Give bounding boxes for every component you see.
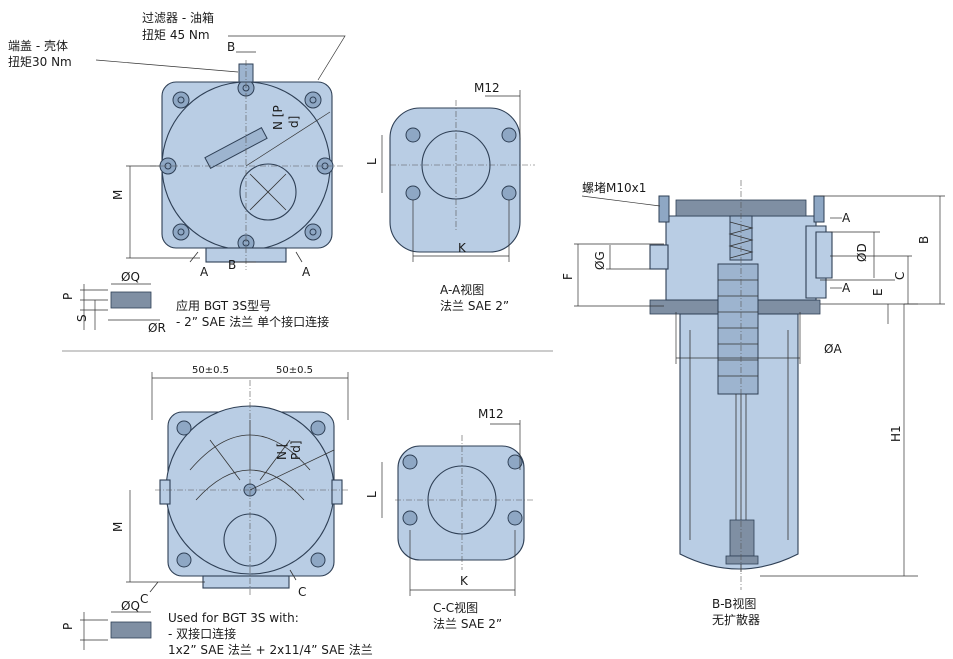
element-ribs [718,279,758,377]
label-view-cc: C-C视图 [433,600,478,615]
seal-detail-bottom [80,611,152,650]
label-b-bb: B [917,236,931,244]
section-bb-view [574,180,945,590]
label-og: ØG [593,251,607,270]
label-flange-aa: 法兰 SAE 2” [440,299,509,313]
filter-head-top-view [95,35,346,270]
label-or-top: ØR [148,321,166,335]
label-dl: d] [287,116,301,128]
label-oq-top: ØQ [121,270,140,284]
label-f: F [561,273,575,280]
text-labels: 过滤器 - 油箱 扭矩 45 Nm 端盖 - 壳体 扭矩30 Nm B B A … [8,10,931,657]
label-np: N [P [271,105,285,130]
flange-cc-view [381,420,535,596]
label-used-1: Used for BGT 3S with: [168,611,299,625]
label-b-bottom: B [228,258,236,272]
label-oa: ØA [824,342,842,356]
label-c-right: C [298,585,306,599]
label-b-top: B [227,40,235,54]
label-torque-30: 扭矩30 Nm [8,55,72,69]
label-l-top: L [365,158,379,165]
label-m12-top: M12 [474,81,500,95]
label-used-3: 1x2” SAE 法兰 + 2x11/4” SAE 法兰 [168,643,373,657]
label-a-right: A [302,265,311,279]
flange-aa-view [381,90,535,262]
label-k-bottom: K [460,574,469,588]
label-view-bb: B-B视图 [712,596,756,611]
label-p-top: P [61,293,75,300]
seal-detail-top [80,283,160,330]
label-filter-tank: 过滤器 - 油箱 [142,10,214,25]
label-c-bb: C [893,272,907,280]
label-h1: H1 [889,425,903,442]
label-view-aa: A-A视图 [440,282,484,297]
filter-head-variant-view [126,372,350,595]
label-l-bottom: L [365,491,379,498]
label-k-top: K [458,241,467,255]
label-oq-bottom: ØQ [121,599,140,613]
label-m-bottom: M [111,522,125,532]
label-od: ØD [855,243,869,262]
label-a-left: A [200,265,209,279]
label-a-bb-bottom: A [842,281,851,295]
label-dim-50-right: 50±0.5 [276,365,313,376]
label-application-1: 应用 BGT 3S型号 [176,298,271,313]
label-e: E [871,288,885,296]
label-s-top: S [75,314,89,322]
label-n-bottom: N [ [275,443,289,460]
label-used-2: - 双接口连接 [168,626,236,641]
label-no-diffuser: 无扩散器 [712,612,760,627]
label-a-bb-top: A [842,211,851,225]
label-p-bottom: P [61,623,75,630]
label-pd-bottom: Pd] [289,440,303,460]
label-cover-housing: 端盖 - 壳体 [8,39,68,53]
label-dim-50-left: 50±0.5 [192,365,229,376]
label-m-top: M [111,190,125,200]
label-m12-bottom: M12 [478,407,504,421]
label-flange-cc: 法兰 SAE 2” [433,617,502,631]
label-torque-45: 扭矩 45 Nm [142,28,210,42]
label-c-left: C [140,592,148,606]
label-application-2: - 2” SAE 法兰 单个接口连接 [176,314,329,329]
label-plug: 螺堵M10x1 [582,181,646,195]
